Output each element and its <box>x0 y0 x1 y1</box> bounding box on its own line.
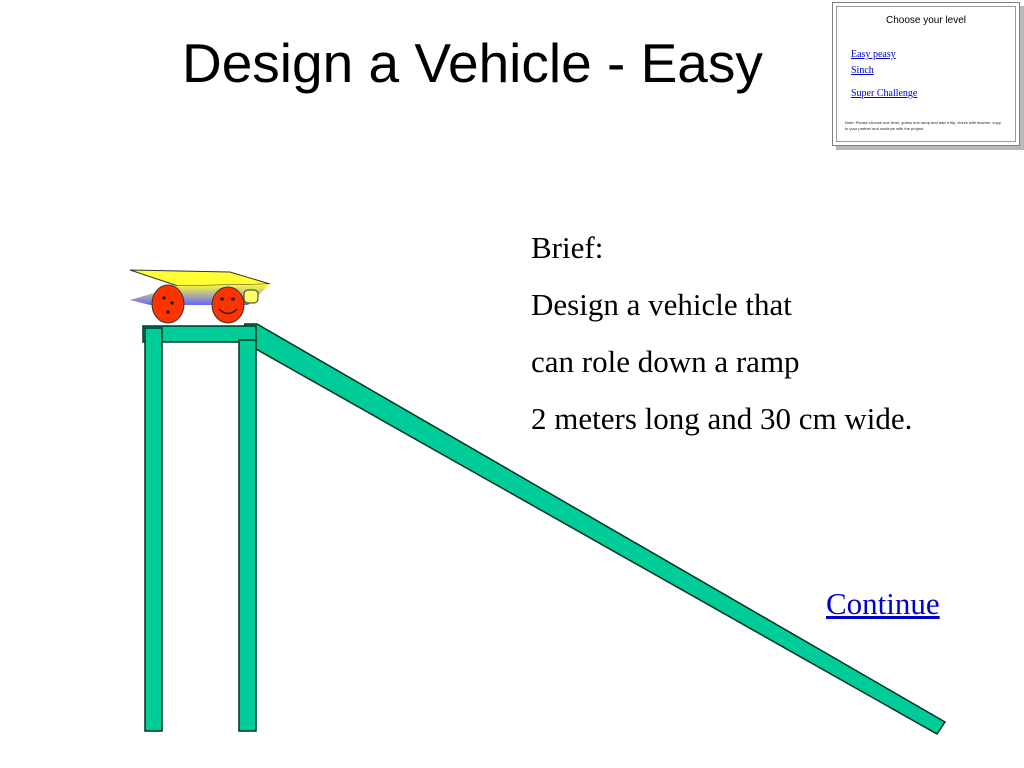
level-link-sinch[interactable]: Sinch <box>851 65 874 76</box>
level-menu-title: Choose your level <box>885 15 967 26</box>
level-menu-note: Note: Please choose one level, guess one… <box>845 120 1001 131</box>
vehicle-roof <box>129 269 271 287</box>
vehicle-axle-cap <box>243 289 259 304</box>
platform-leg-right <box>238 339 257 732</box>
level-link-easy[interactable]: Easy peasy <box>851 49 896 60</box>
wheel-face-icon <box>151 284 185 324</box>
slide-title: Design a Vehicle - Easy <box>182 32 763 94</box>
level-link-super-challenge[interactable]: Super Challenge <box>851 88 918 99</box>
brief-line: 2 meters long and 30 cm wide. <box>531 401 913 436</box>
level-menu-frame: Choose your level Easy peasy Sinch Super… <box>836 6 1016 142</box>
brief-heading: Brief: <box>531 230 604 265</box>
brief-line: can role down a ramp <box>531 344 800 379</box>
platform-top <box>142 325 257 343</box>
wheel-face-icon <box>211 286 245 324</box>
brief-line: Design a vehicle that <box>531 287 792 322</box>
vehicle-icon <box>129 269 271 324</box>
level-menu-thumbnail[interactable]: Choose your level Easy peasy Sinch Super… <box>832 2 1020 146</box>
continue-link[interactable]: Continue <box>826 586 940 621</box>
brief-text: Brief: Design a vehicle that can role do… <box>531 230 951 458</box>
platform-leg-left <box>144 327 163 732</box>
